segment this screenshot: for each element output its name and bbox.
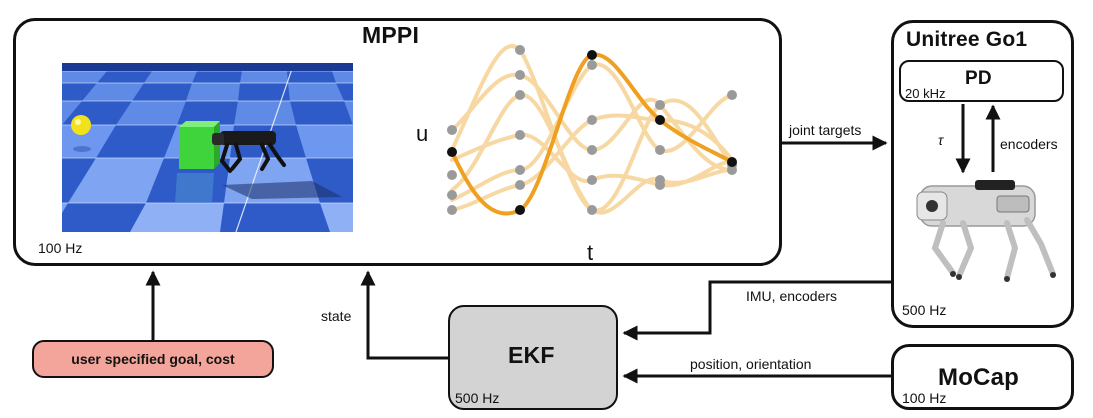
- go1-rate: 500 Hz: [902, 302, 947, 318]
- mppi-title: MPPI: [362, 22, 420, 48]
- go1-robot-icon: [916, 180, 1056, 282]
- t-axis-label: t: [587, 240, 594, 265]
- goal-cost-box: user specified goal, cost: [32, 340, 274, 378]
- pd-box: [899, 60, 1064, 102]
- optimal-trajectory: [450, 52, 734, 216]
- go1-title: Unitree Go1: [906, 28, 1028, 51]
- mocap-rate: 100 Hz: [902, 390, 947, 406]
- encoders-label: encoders: [1000, 136, 1058, 152]
- mocap-box: [891, 344, 1074, 410]
- simulation-render: [62, 63, 353, 232]
- imu-encoders-arrow: [622, 280, 891, 341]
- position-orientation-label: position, orientation: [690, 356, 812, 372]
- pd-title: PD: [965, 68, 992, 89]
- u-axis-label: u: [416, 121, 429, 146]
- goal-ball-icon: [71, 115, 91, 152]
- ekf-title: EKF: [508, 342, 555, 368]
- state-arrow: [360, 270, 448, 360]
- sample-knots: [447, 45, 737, 215]
- mppi-rate: 100 Hz: [38, 240, 83, 256]
- imu-encoders-label: IMU, encoders: [746, 288, 838, 304]
- trajectory-plot: [447, 44, 737, 216]
- ekf-box: [448, 305, 618, 410]
- pd-rate: 20 kHz: [905, 86, 946, 101]
- ekf-rate: 500 Hz: [455, 390, 500, 406]
- optimal-knots: [447, 50, 737, 215]
- joint-targets-label: joint targets: [789, 122, 862, 138]
- state-label: state: [321, 308, 352, 324]
- tau-label: τ: [938, 132, 944, 148]
- quadruped-robot-icon: [212, 131, 342, 199]
- mocap-title: MoCap: [938, 364, 1019, 391]
